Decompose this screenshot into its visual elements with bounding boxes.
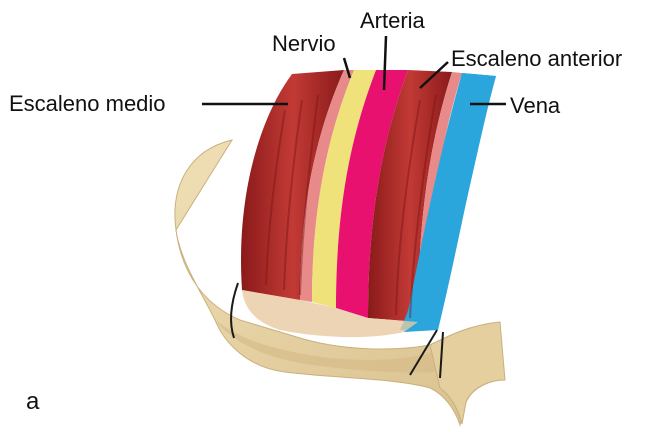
label-vena: Vena (510, 95, 560, 117)
label-nervio: Nervio (272, 33, 336, 55)
panel-letter: a (26, 390, 39, 414)
label-escaleno-medio: Escaleno medio (9, 93, 166, 115)
label-escaleno-anterior: Escaleno anterior (451, 48, 622, 70)
label-arteria: Arteria (360, 10, 425, 32)
